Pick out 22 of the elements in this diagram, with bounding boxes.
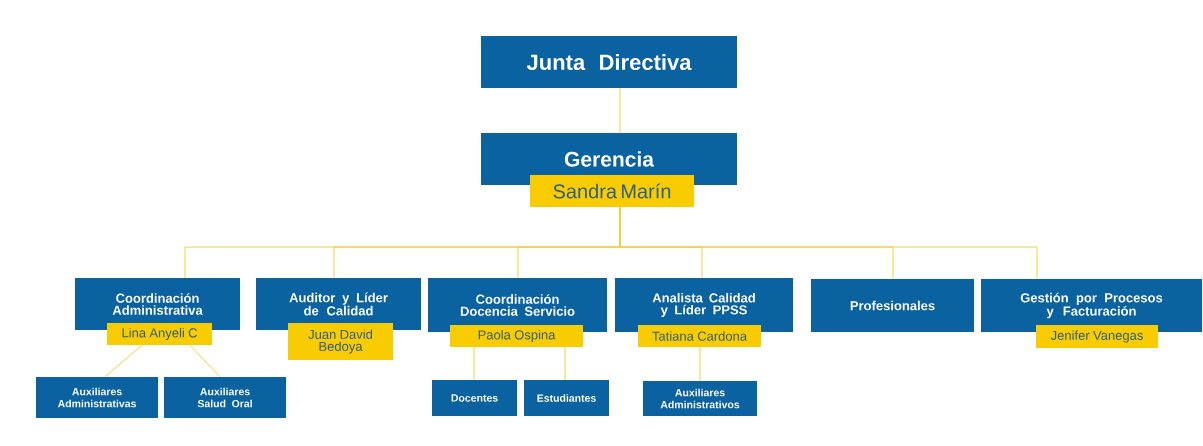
org-box: Auxiliares Administrativos xyxy=(643,381,757,416)
connector-line xyxy=(619,206,1038,280)
org-box: Docentes xyxy=(432,380,517,416)
org-box: Estudiantes xyxy=(524,380,609,416)
connector-line xyxy=(104,344,143,378)
name-tag: Paola Ospina xyxy=(450,325,583,347)
connector-line xyxy=(473,346,475,381)
connector-line xyxy=(189,344,221,378)
name-tag: Lina Anyeli C xyxy=(107,323,212,345)
name-tag: Jenifer Vanegas xyxy=(1036,325,1158,348)
org-box: Auxiliares Salud Oral xyxy=(164,377,286,418)
org-box: Junta Directiva xyxy=(481,36,737,88)
connector-line xyxy=(699,346,701,382)
name-tag: Tatiana Cardona xyxy=(638,325,761,347)
org-box: Profesionales xyxy=(811,279,974,332)
org-box: Analista Calidad y Líder PPSS xyxy=(615,278,793,332)
connector-line xyxy=(564,346,566,381)
connector-line xyxy=(619,87,621,134)
name-tag: Sandra Marín xyxy=(530,175,694,207)
name-tag: Juan David Bedoya xyxy=(288,323,393,360)
org-box: Auxiliares Administrativas xyxy=(36,377,158,418)
org-box: Auditor y Líder de Calidad xyxy=(256,278,421,330)
